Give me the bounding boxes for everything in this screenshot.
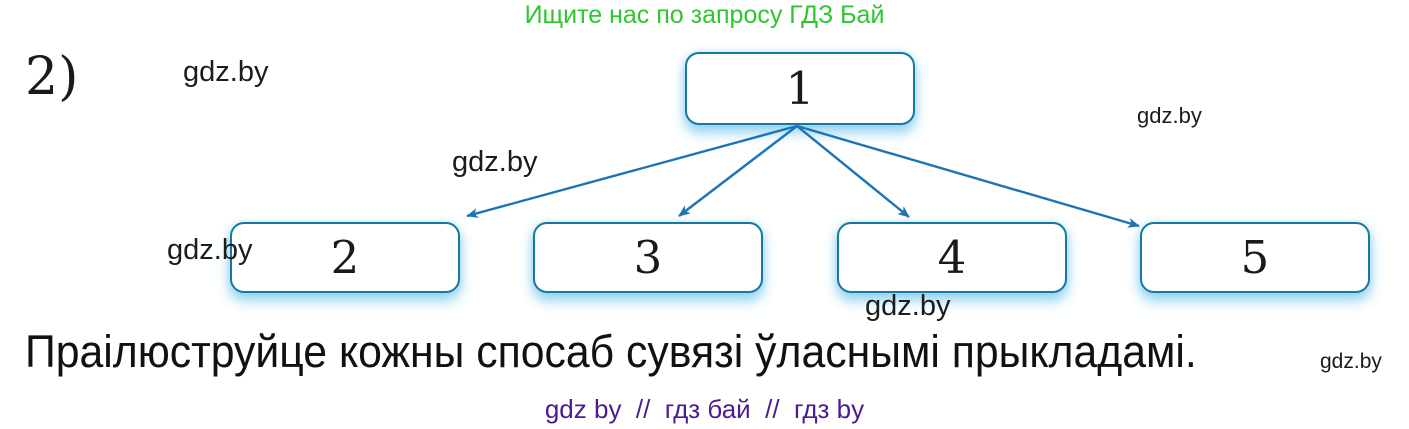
gdz-watermark: gdz.by xyxy=(183,56,269,88)
arrow-1-to-5 xyxy=(796,124,1140,228)
node-box-5: 5 xyxy=(1140,222,1370,293)
node-box-1: 1 xyxy=(685,52,915,125)
gdz-watermark: gdz.by xyxy=(1320,350,1382,373)
search-terms: gdz by // гдз бай // гдз by xyxy=(544,394,865,424)
node-box-2: 2 xyxy=(230,222,460,293)
node-label: 3 xyxy=(633,231,663,284)
node-box-3: 3 xyxy=(533,222,763,293)
arrow-1-to-4 xyxy=(796,125,910,218)
node-label: 2 xyxy=(330,231,360,284)
gdz-watermark: gdz.by xyxy=(1137,103,1202,128)
gdz-watermark: gdz.by xyxy=(452,146,538,178)
gdz-watermark: gdz.by xyxy=(167,234,253,266)
node-label: 1 xyxy=(785,62,815,115)
node-label: 5 xyxy=(1240,231,1270,284)
promo-banner: Ищите нас по запросу ГДЗ Бай xyxy=(524,1,885,29)
arrow-1-to-3 xyxy=(678,125,798,217)
gdz-watermark: gdz.by xyxy=(865,290,951,322)
node-box-4: 4 xyxy=(837,222,1067,293)
node-label: 4 xyxy=(937,231,967,284)
task-sentence: Праілюструйце кожны спосаб сувязі ўласны… xyxy=(25,326,1197,377)
exercise-number: 2) xyxy=(25,47,79,107)
